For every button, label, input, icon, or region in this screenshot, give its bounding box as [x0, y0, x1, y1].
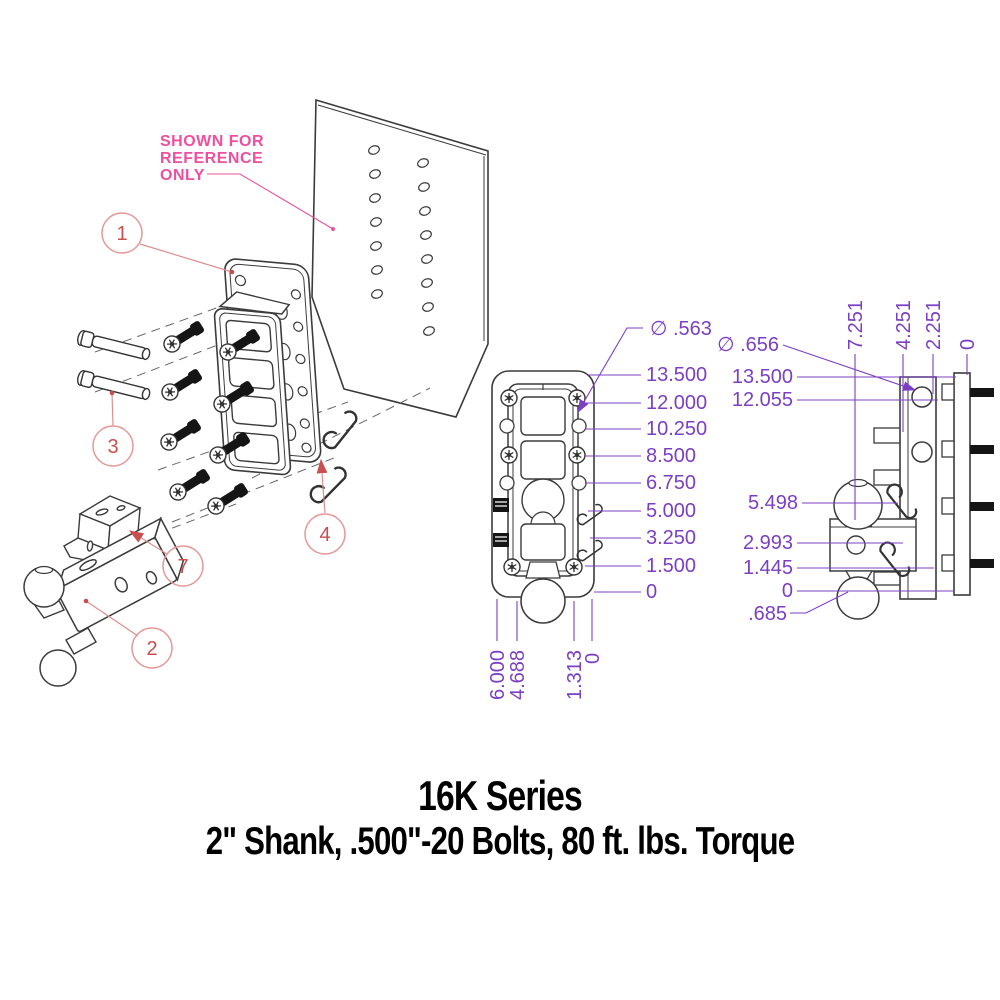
side-view-bolt-shanks	[970, 388, 994, 568]
side-dim-label: 12.055	[732, 389, 793, 411]
callout-2-number: 2	[146, 638, 157, 660]
callout-2-circle	[131, 627, 173, 669]
side-top-dim-label: 0	[957, 339, 979, 350]
front-dim-label: 5.000	[646, 500, 696, 522]
front-bottom-dim-label: 4.688	[507, 650, 529, 700]
clamp-block	[63, 495, 142, 563]
front-dim-label: 3.250	[646, 527, 696, 549]
side-diameter-label: ∅ .656	[717, 334, 779, 356]
front-bottom-dim-label: 1.313	[564, 650, 586, 700]
front-dim-label: 8.500	[646, 445, 696, 467]
side-dim-label: 2.993	[743, 532, 793, 554]
callouts: 1 3 7 2 4	[83, 212, 346, 669]
side-dim-label: 13.500	[732, 366, 793, 388]
side-dim-label: 0	[782, 580, 793, 602]
front-dim-label: 12.000	[646, 392, 707, 414]
reference-note-line3: ONLY	[160, 167, 205, 184]
front-bottom-dim-label: 0	[582, 653, 604, 664]
front-dim-label: 6.750	[646, 472, 696, 494]
reference-plate	[311, 98, 489, 418]
side-view-ball-mount	[829, 478, 917, 620]
side-view-bolt-heads	[941, 383, 955, 572]
front-dim-label: 10.250	[646, 418, 707, 440]
callout-4-circle	[304, 513, 346, 555]
side-top-dim-label: 2.251	[923, 300, 945, 350]
front-dim-label: 0	[646, 581, 657, 603]
reference-note-line1: SHOWN FOR	[160, 133, 264, 150]
callout-3-number: 3	[107, 436, 118, 458]
side-top-dim-label: 4.251	[893, 300, 915, 350]
reference-note-line2: REFERENCE	[160, 150, 263, 167]
front-dim-label: 1.500	[646, 555, 696, 577]
side-view	[829, 372, 994, 620]
spec-subtitle: 2" Shank, .500"-20 Bolts, 80 ft. lbs. To…	[205, 820, 795, 863]
side-view-dimensions: 7.251 4.251 2.251 0 13.500 12.055 5.498 …	[717, 300, 979, 625]
side-dim-label: 1.445	[743, 557, 793, 579]
side-dim-label: 5.498	[748, 492, 798, 514]
side-dim-label: .685	[748, 603, 787, 625]
front-view	[491, 370, 605, 624]
callout-3-circle	[92, 425, 134, 467]
reference-note-leader-dot	[331, 227, 335, 231]
reference-note-leader	[207, 173, 334, 230]
reference-note: SHOWN FOR REFERENCE ONLY	[160, 133, 335, 231]
callout-7-number: 7	[177, 556, 188, 578]
front-view-dimensions: 13.500 12.000 10.250 8.500 6.750 5.000 3…	[487, 318, 712, 700]
front-diameter-label: ∅ .563	[650, 318, 712, 340]
callout-7-circle	[162, 545, 204, 587]
front-bottom-dim-label: 6.000	[487, 650, 509, 700]
callout-1-number: 1	[116, 223, 127, 245]
reference-plate-holes	[368, 145, 435, 336]
side-top-dim-label: 7.251	[845, 300, 867, 350]
series-title: 16K Series	[418, 772, 583, 819]
callout-4-number: 4	[319, 524, 330, 546]
hitch-pins	[75, 329, 152, 403]
front-view-fasteners	[492, 389, 605, 576]
front-dim-label: 13.500	[646, 364, 707, 386]
callout-1-circle	[101, 212, 143, 254]
